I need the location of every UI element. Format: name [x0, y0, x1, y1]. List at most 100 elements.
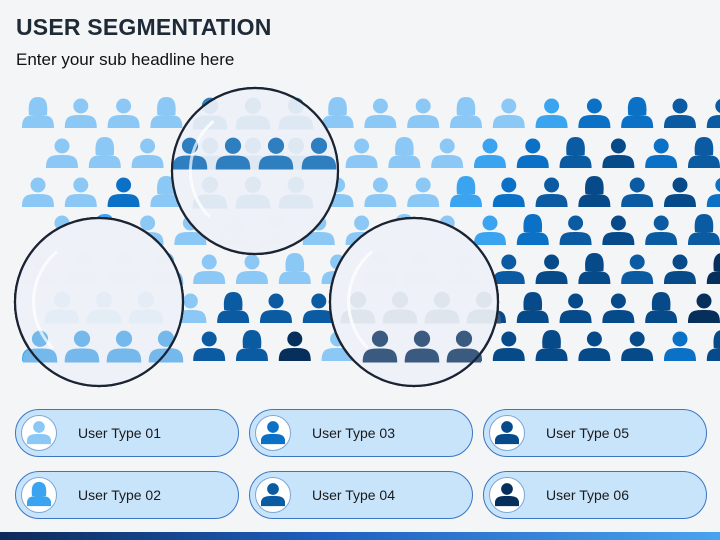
user-type-legend: User Type 01 User Type 02 User Type 03 U…	[15, 409, 707, 521]
male-user-icon	[215, 137, 251, 170]
female-user-icon	[27, 482, 51, 507]
male-user-icon	[516, 138, 549, 168]
male-user-icon	[474, 138, 506, 168]
legend-label: User Type 04	[312, 487, 396, 503]
female-user-icon	[217, 292, 250, 323]
legend-label: User Type 05	[546, 425, 630, 441]
male-user-icon	[174, 215, 207, 245]
legend-item-user-type-06: User Type 06	[483, 471, 707, 519]
female-user-icon	[621, 97, 654, 128]
male-user-icon	[107, 98, 140, 128]
male-user-icon	[301, 137, 337, 170]
male-user-icon	[261, 483, 285, 507]
legend-label: User Type 06	[546, 487, 630, 503]
male-user-icon	[362, 330, 398, 363]
male-user-icon	[22, 330, 58, 363]
female-user-icon	[688, 137, 720, 168]
male-user-icon	[495, 421, 519, 445]
male-user-icon	[321, 331, 354, 361]
female-user-icon	[22, 97, 54, 128]
male-user-icon	[495, 483, 519, 507]
legend-item-user-type-02: User Type 02	[15, 471, 239, 519]
male-user-icon	[131, 138, 164, 168]
female-user-icon	[236, 330, 268, 361]
male-user-icon	[535, 98, 568, 128]
legend-item-user-type-04: User Type 04	[249, 471, 473, 519]
legend-disc	[489, 415, 525, 451]
male-user-icon	[302, 293, 335, 323]
male-user-icon	[602, 138, 635, 168]
female-user-icon	[27, 482, 51, 507]
male-user-icon	[492, 331, 525, 361]
female-user-icon	[706, 253, 720, 284]
legend-label: User Type 03	[312, 425, 396, 441]
male-user-icon	[258, 137, 294, 170]
male-user-icon	[193, 254, 226, 284]
female-user-icon	[645, 292, 678, 323]
male-user-icon	[621, 254, 654, 284]
magnifier-lens	[328, 216, 500, 388]
male-user-icon	[27, 421, 51, 445]
male-user-icon	[261, 421, 285, 445]
male-user-icon	[345, 138, 378, 168]
male-user-icon	[495, 483, 519, 507]
legend-item-user-type-05: User Type 05	[483, 409, 707, 457]
female-user-icon	[516, 214, 549, 245]
male-user-icon	[602, 293, 635, 323]
male-user-icon	[302, 215, 335, 245]
male-user-icon	[621, 331, 654, 361]
legend-label: User Type 02	[78, 487, 162, 503]
female-user-icon	[450, 97, 482, 128]
female-user-icon	[88, 137, 121, 168]
male-user-icon	[664, 331, 696, 361]
male-user-icon	[578, 331, 611, 361]
female-user-icon	[388, 137, 421, 168]
male-user-icon	[431, 138, 464, 168]
male-user-icon	[602, 215, 635, 245]
female-user-icon	[688, 214, 720, 245]
bottom-accent-bar	[0, 532, 720, 540]
female-user-icon	[450, 176, 482, 207]
male-user-icon	[260, 293, 292, 323]
male-user-icon	[578, 98, 611, 128]
male-user-icon	[474, 215, 506, 245]
male-user-icon	[688, 293, 720, 323]
male-user-icon	[364, 177, 397, 207]
magnifier-lens	[13, 216, 185, 388]
male-user-icon	[407, 98, 440, 128]
male-user-icon	[706, 99, 720, 128]
male-user-icon	[645, 215, 678, 245]
male-user-icon	[22, 177, 54, 207]
legend-disc	[255, 477, 291, 513]
male-user-icon	[106, 330, 142, 363]
magnifier-lens	[170, 86, 340, 256]
page-title: USER SEGMENTATION	[16, 14, 272, 40]
male-user-icon	[64, 330, 100, 363]
legend-item-user-type-03: User Type 03	[249, 409, 473, 457]
male-user-icon	[664, 98, 696, 128]
female-user-icon	[559, 137, 592, 168]
male-user-icon	[559, 293, 592, 323]
male-user-icon	[172, 137, 208, 170]
male-user-icon	[236, 254, 268, 284]
female-user-icon	[516, 292, 549, 323]
female-user-icon	[278, 253, 311, 284]
legend-disc	[21, 415, 57, 451]
male-user-icon	[193, 331, 226, 361]
male-user-icon	[404, 330, 440, 363]
male-user-icon	[64, 177, 97, 207]
male-user-icon	[261, 483, 285, 507]
page-subtitle: Enter your sub headline here	[16, 50, 235, 69]
legend-item-user-type-01: User Type 01	[15, 409, 239, 457]
female-user-icon	[321, 97, 354, 128]
female-user-icon	[578, 253, 611, 284]
legend-label: User Type 01	[78, 425, 162, 441]
legend-disc	[255, 415, 291, 451]
male-user-icon	[492, 177, 525, 207]
male-user-icon	[664, 177, 696, 207]
male-user-icon	[621, 177, 654, 207]
male-user-icon	[492, 254, 525, 284]
female-user-icon	[578, 176, 611, 207]
male-user-icon	[278, 331, 311, 361]
male-user-icon	[535, 177, 568, 207]
